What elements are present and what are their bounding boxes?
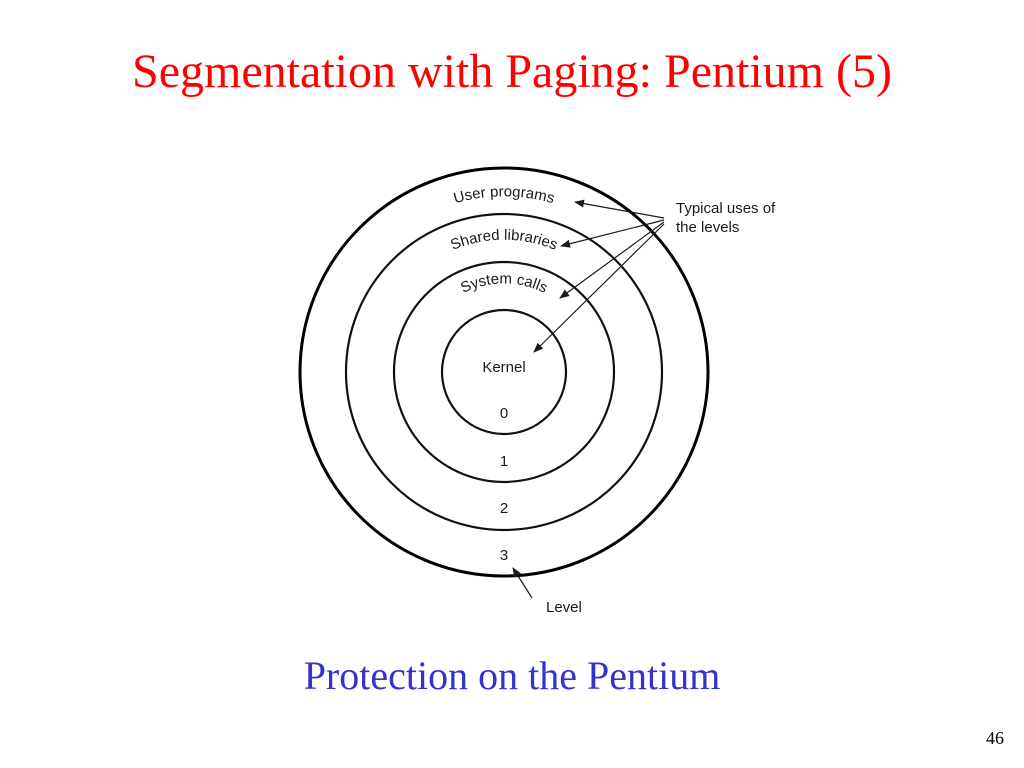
level-number-3: 3: [500, 547, 508, 564]
annotation-line-1: Typical uses of: [676, 200, 776, 217]
ring-2: [344, 212, 664, 532]
ring-label-kernel: Kernel: [482, 359, 525, 376]
annotation-line-2: the levels: [676, 219, 739, 236]
protection-rings-diagram: User programs Shared libraries System ca…: [298, 166, 776, 616]
ring-3: [298, 166, 710, 578]
level-label: Level: [546, 599, 582, 616]
arrow-to-user-programs: [574, 199, 665, 219]
diagram-caption: Protection on the Pentium: [303, 653, 721, 698]
slide-title: Segmentation with Paging: Pentium (5): [132, 45, 892, 98]
level-number-1: 1: [500, 453, 508, 470]
arrow-to-outer-ring: [512, 567, 533, 599]
ring-0: [440, 308, 568, 436]
ring-label-system-calls: System calls: [458, 270, 550, 296]
ring-label-shared-libraries: Shared libraries: [448, 227, 560, 254]
arrow-to-shared-libraries: [560, 219, 665, 248]
ring-1: [392, 260, 616, 484]
arrow-to-kernel: [533, 223, 665, 353]
level-number-0: 0: [500, 405, 508, 422]
level-number-2: 2: [500, 500, 508, 517]
arrow-to-system-calls: [559, 221, 665, 299]
page-number: 46: [986, 728, 1004, 748]
ring-label-user-programs: User programs: [452, 183, 557, 207]
